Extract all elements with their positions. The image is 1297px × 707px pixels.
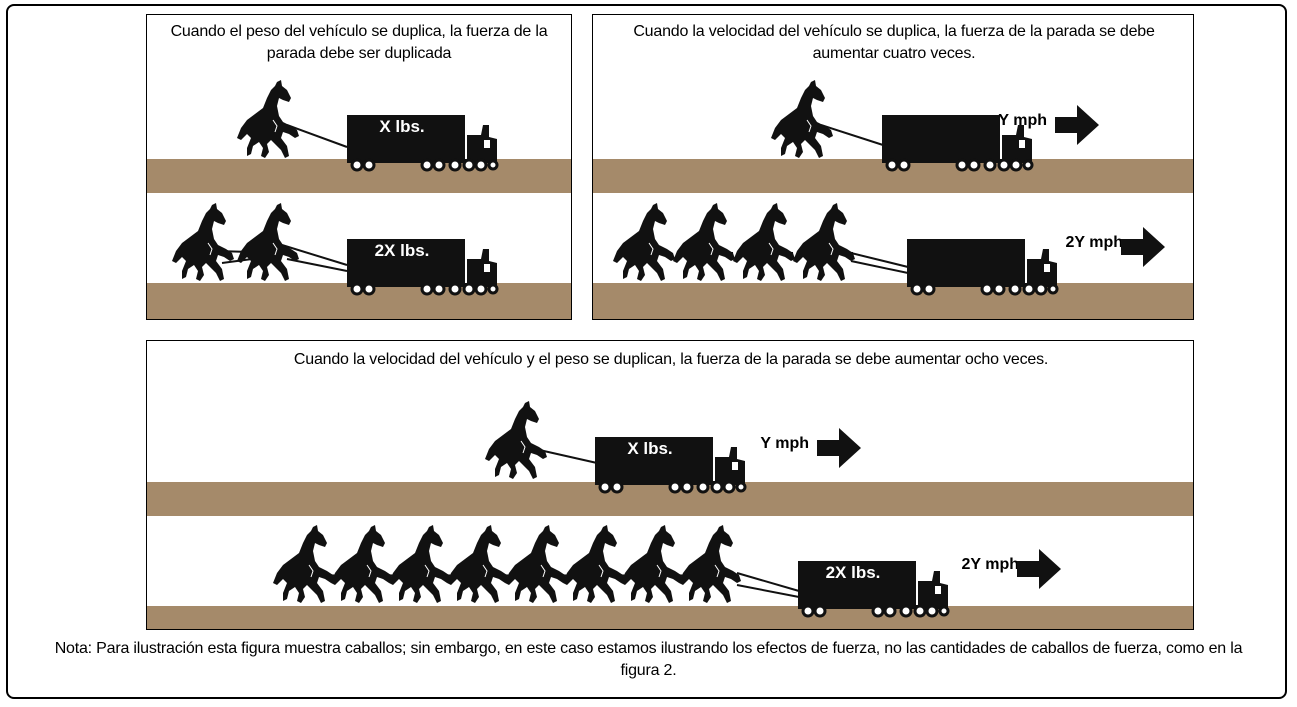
- panel-speed-caption: Cuando la velocidad del vehículo se dupl…: [633, 23, 1155, 62]
- truck-icon: [905, 237, 1059, 296]
- panel-weight-doubles: Cuando el peso del vehículo se duplica, …: [146, 14, 572, 320]
- horse-icon: [792, 202, 856, 282]
- horse-icon: [330, 524, 394, 604]
- truck-label: 2X lbs.: [826, 563, 881, 582]
- horse-icon: [446, 524, 510, 604]
- horse-icon: [672, 202, 736, 282]
- horse-icon: [504, 524, 568, 604]
- speed-scene: Y mph 2Y mph: [593, 79, 1193, 319]
- panel-speed-doubles: Cuando la velocidad del vehículo se dupl…: [592, 14, 1194, 320]
- truck-icon: X lbs.: [345, 113, 499, 172]
- horse-icon: [236, 202, 300, 282]
- truck-label: X lbs.: [627, 439, 672, 458]
- speed-label: Y mph: [760, 435, 809, 452]
- horse-icon: [171, 202, 235, 282]
- horse-icon: [620, 524, 684, 604]
- arrow-right-icon: [1017, 549, 1061, 589]
- horse-icon: [770, 79, 834, 159]
- truck-icon: 2X lbs.: [345, 237, 499, 296]
- panel-both-caption: Cuando la velocidad del vehículo y el pe…: [293, 351, 1049, 368]
- truck-label: 2X lbs.: [375, 241, 430, 260]
- ground-strip: [593, 283, 1193, 319]
- weight-scene: X lbs. 2X lbs.: [147, 79, 571, 319]
- both-scene: X lbs. Y mph 2X lbs. 2Y mph: [147, 400, 1193, 629]
- truck-icon: 2X lbs.: [796, 559, 950, 618]
- truck-label: X lbs.: [379, 117, 424, 136]
- arrow-right-icon: [1055, 105, 1099, 145]
- ground-strip: [147, 606, 1193, 629]
- horse-icon: [562, 524, 626, 604]
- speed-label: 2Y mph: [1066, 234, 1124, 251]
- figure-note: Nota: Para ilustración esta figura muest…: [54, 640, 1243, 679]
- panel-weight-caption: Cuando el peso del vehículo se duplica, …: [170, 23, 548, 62]
- truck-icon: X lbs.: [593, 435, 747, 494]
- arrow-right-icon: [817, 428, 861, 468]
- speed-label: 2Y mph: [962, 556, 1020, 573]
- arrow-right-icon: [1121, 227, 1165, 267]
- horse-icon: [732, 202, 796, 282]
- panel-both-double: Cuando la velocidad del vehículo y el pe…: [146, 340, 1194, 630]
- horse-icon: [236, 79, 300, 159]
- horse-icon: [272, 524, 336, 604]
- horse-icon: [388, 524, 452, 604]
- horse-icon: [484, 400, 548, 480]
- horse-icon: [678, 524, 742, 604]
- figure-frame: [6, 4, 1287, 699]
- horse-icon: [612, 202, 676, 282]
- speed-label: Y mph: [998, 112, 1047, 129]
